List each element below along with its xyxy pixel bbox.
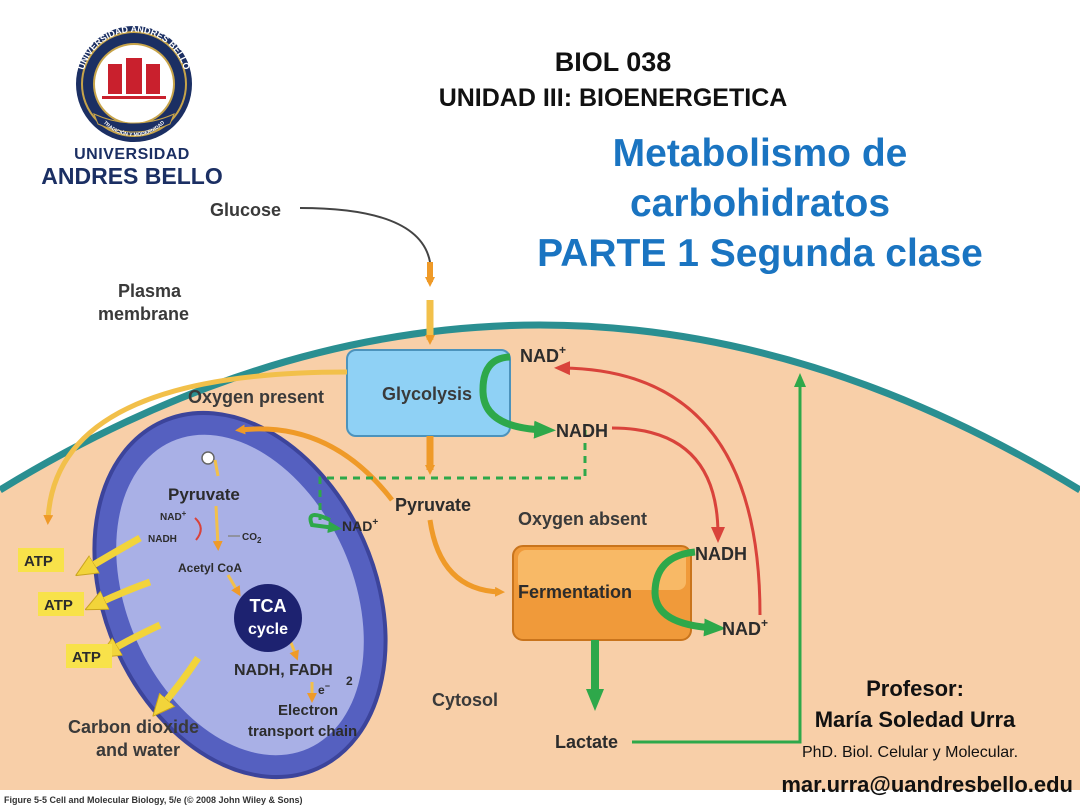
professor-email: mar.urra@uandresbello.edu [781,772,1073,797]
mito-co2-label: CO2 [242,532,262,545]
atp-label-2: ATP [44,597,73,614]
professor-label: Profesor: [866,676,964,701]
cytosol-label: Cytosol [432,690,498,710]
pyruvate-center-label: Pyruvate [395,495,471,515]
slide-title-line2: carbohidratos [629,182,891,225]
tca-cycle [234,584,302,652]
nadh-fadh-label: NADH, FADH [234,662,333,679]
co2-water-label-2: and water [96,740,180,760]
slide-title-line1: Metabolismo de [612,132,908,175]
slide-title-line3: PARTE 1 Segunda clase [537,232,983,275]
mito-pyruvate-label: Pyruvate [168,485,240,504]
lactate-label: Lactate [555,732,618,752]
electron-label: e− [318,681,330,697]
co2-water-label-1: Carbon dioxide [68,717,199,737]
professor-name: María Soledad Urra [814,707,1016,732]
university-name-line2: ANDRES BELLO [41,163,223,189]
atp-box-3 [66,644,112,668]
plasma-membrane-label-1: Plasma [118,281,182,301]
atp-box-2 [38,592,84,616]
atp-box-1 [18,548,64,572]
professor-degree: PhD. Biol. Celular y Molecular. [801,744,1019,761]
atp-label-1: ATP [24,553,53,570]
nadh-top-label: NADH [556,421,608,441]
plasma-membrane-label-2: membrane [98,304,189,324]
acetyl-coa-label: Acetyl CoA [178,561,242,575]
tca-label-2: cycle [248,621,288,638]
nad-plus-top-label: NAD+ [520,343,566,366]
university-logo: UNIVERSIDAD ANDRES BELLO TRADICIÓN Y MOD… [44,12,224,192]
glycolysis-label: Glycolysis [382,384,472,404]
university-seal-icon: UNIVERSIDAD ANDRES BELLO TRADICIÓN Y MOD… [76,24,192,142]
mito-nad-label: NAD+ [160,509,187,523]
oxygen-present-label: Oxygen present [188,387,324,407]
etc-label-2: transport chain [248,723,357,740]
mito-nadh-label: NADH [148,534,177,545]
glucose-label: Glucose [210,200,281,220]
figure-caption: Figure 5-5 Cell and Molecular Biology, 5… [4,795,302,805]
unit-title: UNIDAD III: BIOENERGETICA [438,84,788,112]
etc-label-1: Electron [278,702,338,719]
nad-plus-right-label: NAD+ [722,616,768,639]
plasma-membrane [0,321,1080,493]
course-code: BIOL 038 [554,47,672,77]
fermentation-label: Fermentation [518,582,632,602]
university-name-line1: UNIVERSIDAD [74,146,190,163]
tca-label-1: TCA [250,596,287,616]
fadh-sub-label: 2 [346,674,353,688]
nadh-right-label: NADH [695,544,747,564]
atp-label-3: ATP [72,649,101,666]
nad-plus-mid-label: NAD+ [342,517,378,534]
oxygen-absent-label: Oxygen absent [518,509,647,529]
